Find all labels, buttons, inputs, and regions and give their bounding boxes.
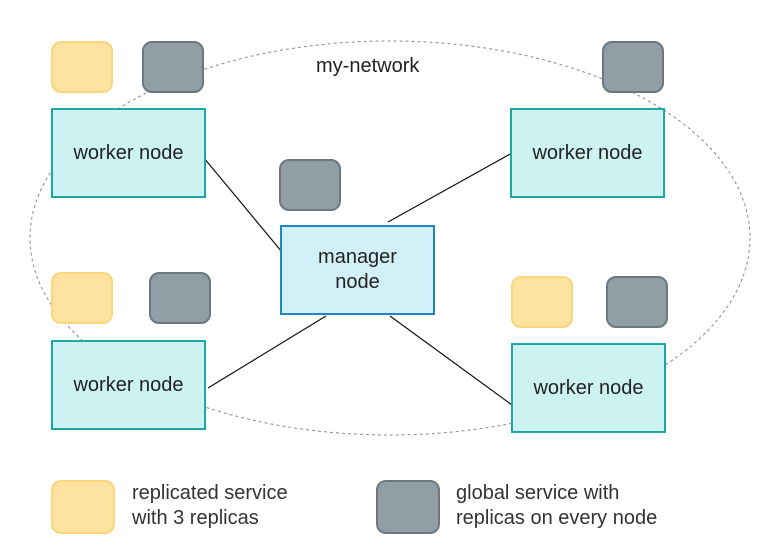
link-manager-worker-bottom-left <box>207 315 327 389</box>
worker-node-top-right: worker node <box>510 108 665 198</box>
manager-node-label-line1: manager <box>318 246 397 268</box>
legend-replicated-swatch <box>51 480 115 534</box>
manager-node-label-line2: node <box>335 271 380 293</box>
global-task-bottom-right <box>606 276 668 328</box>
legend-global-text: global service with replicas on every no… <box>456 481 657 531</box>
replicated-task-bottom-right <box>511 276 573 328</box>
legend-global-line1: global service with <box>456 482 620 504</box>
legend-global-swatch <box>376 480 440 534</box>
worker-node-label: worker node <box>532 141 643 164</box>
global-task-manager <box>279 159 341 211</box>
link-manager-worker-top-right <box>387 152 513 223</box>
legend-replicated-line2: with 3 replicas <box>132 507 259 529</box>
worker-node-bottom-right: worker node <box>511 343 666 433</box>
link-manager-worker-top-left <box>203 157 283 253</box>
link-manager-worker-bottom-right <box>389 315 513 406</box>
network-label: my-network <box>316 55 420 77</box>
worker-node-bottom-left: worker node <box>51 340 206 430</box>
legend-replicated-line1: replicated service <box>132 482 288 504</box>
replicated-task-top-left <box>51 41 113 93</box>
global-task-top-right <box>602 41 664 93</box>
manager-node: manager node <box>280 225 435 315</box>
worker-node-top-left: worker node <box>51 108 206 198</box>
worker-node-label: worker node <box>533 376 644 399</box>
legend-replicated-text: replicated service with 3 replicas <box>132 481 288 531</box>
worker-node-label: worker node <box>73 373 184 396</box>
replicated-task-bottom-left <box>51 272 113 324</box>
legend-global-line2: replicas on every node <box>456 507 658 529</box>
global-task-bottom-left <box>149 272 211 324</box>
global-task-top-left <box>142 41 204 93</box>
worker-node-label: worker node <box>73 141 184 164</box>
